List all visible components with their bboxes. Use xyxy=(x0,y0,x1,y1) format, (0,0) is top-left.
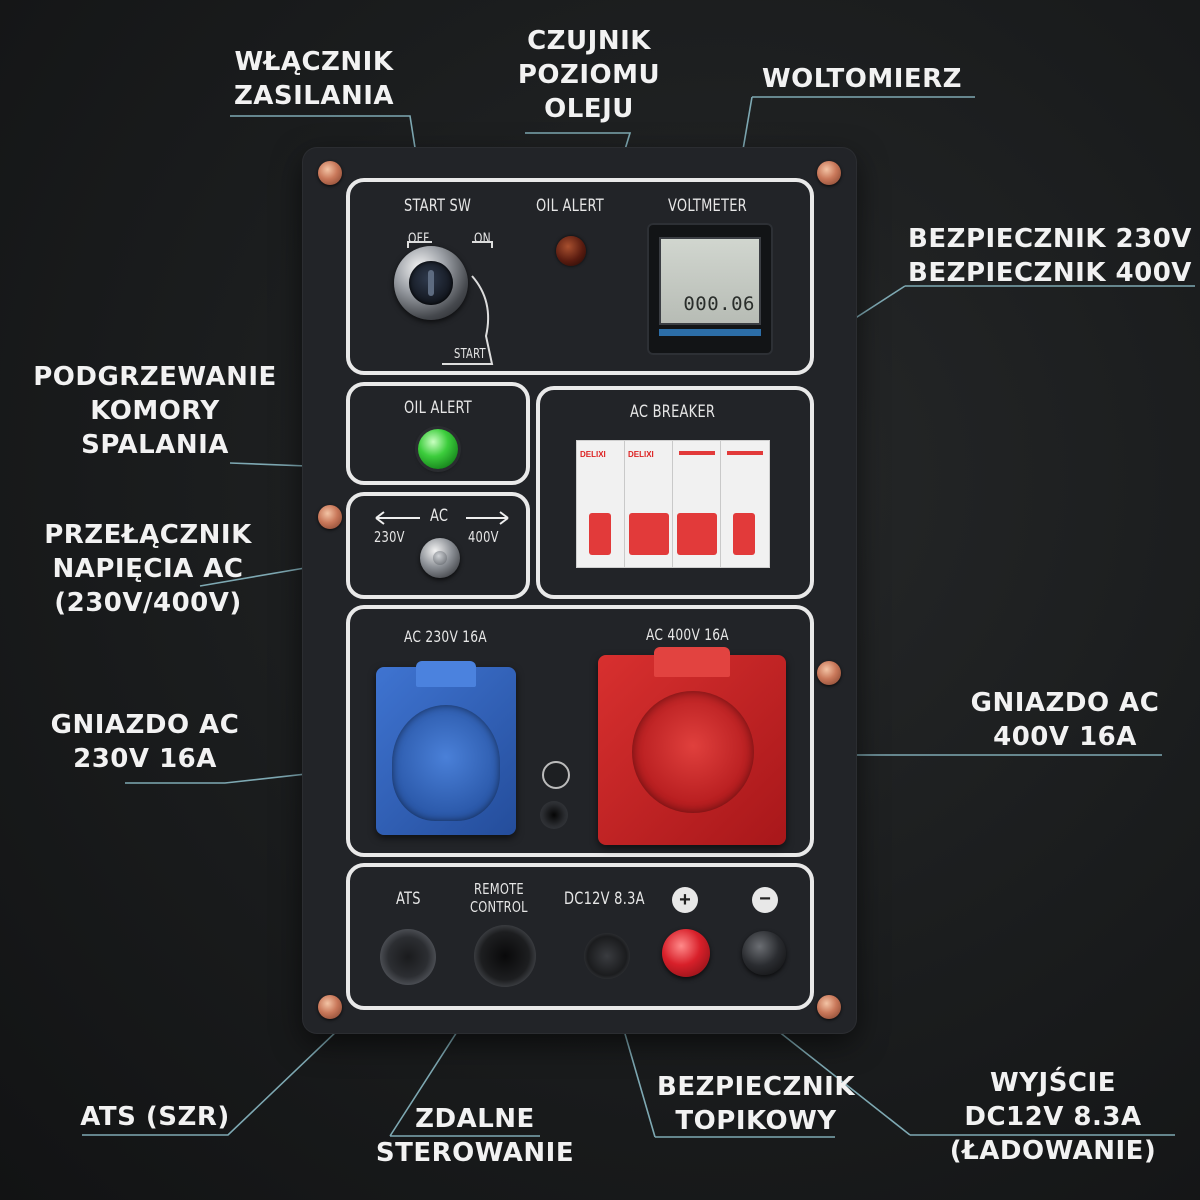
socket-400v-red[interactable] xyxy=(598,647,786,845)
voltmeter-label: VOLTMETER xyxy=(668,196,747,216)
voltage-selector-knob[interactable] xyxy=(420,538,460,578)
breaker-block: DELIXI DELIXI xyxy=(576,440,770,568)
callout-socket-230: GNIAZDO AC 230V 16A xyxy=(50,710,240,774)
screw-top-left xyxy=(318,161,342,185)
start-arc-marks xyxy=(407,241,494,365)
socket-400v-lid-hinge xyxy=(654,647,730,677)
breaker-pole-1[interactable]: DELIXI xyxy=(577,441,625,567)
small-port xyxy=(540,801,568,829)
key-switch[interactable] xyxy=(394,246,468,320)
callout-dc-output: WYJŚCIE DC12V 8.3A (ŁADOWANIE) xyxy=(949,1068,1157,1166)
voltmeter-lcd: 000.06 xyxy=(659,237,761,325)
sockets-section: AC 230V 16A AC 400V 16A xyxy=(346,605,814,857)
socket-230v-lid-hinge xyxy=(416,661,476,687)
bottom-section: ATS REMOTE CONTROL DC12V 8.3A + − xyxy=(346,863,814,1010)
voltage-selector-center xyxy=(433,551,447,565)
breaker-pole-2[interactable]: DELIXI xyxy=(625,441,673,567)
breaker-lever-4 xyxy=(733,513,755,555)
callout-remote: ZDALNE STEROWANIE xyxy=(375,1104,575,1168)
ac-breaker-label: AC BREAKER xyxy=(630,402,716,422)
small-connector xyxy=(542,761,570,789)
breaker-pole-3[interactable] xyxy=(673,441,721,567)
green-lamp xyxy=(418,429,458,469)
breaker-lever-1 xyxy=(589,513,611,555)
plus-icon: + xyxy=(672,887,698,913)
voltmeter-reading: 000.06 xyxy=(683,293,755,315)
control-panel: START SW OIL ALERT VOLTMETER OFF ON STAR… xyxy=(303,148,856,1033)
v230-label: 230V xyxy=(374,528,405,546)
key-slot xyxy=(428,270,434,296)
ac-label: AC xyxy=(430,506,449,526)
breaker-pole-4[interactable] xyxy=(721,441,768,567)
dc-minus-terminal[interactable] xyxy=(742,931,786,975)
socket-400-label: AC 400V 16A xyxy=(646,625,729,644)
ats-connector[interactable] xyxy=(380,929,436,985)
key-switch-core xyxy=(409,261,453,305)
callout-fuse-dc: BEZPIECZNIK TOPIKOWY xyxy=(657,1072,855,1136)
socket-230v-face xyxy=(392,705,500,821)
callout-voltmeter: WOLTOMIERZ xyxy=(761,64,963,94)
dc-plus-terminal[interactable] xyxy=(662,929,710,977)
minus-icon: − xyxy=(752,887,778,913)
callout-oil-sensor: CZUJNIK POZIOMU OLEJU xyxy=(517,26,661,124)
callout-socket-400: GNIAZDO AC 400V 16A xyxy=(970,688,1160,752)
callout-fuses: BEZPIECZNIK 230V BEZPIECZNIK 400V xyxy=(908,224,1192,288)
screw-mid-right xyxy=(817,661,841,685)
voltmeter-stripe xyxy=(659,329,761,336)
breaker-lever-2 xyxy=(629,513,669,555)
remote-label-2: CONTROL xyxy=(470,898,528,916)
screw-top-right xyxy=(817,161,841,185)
voltmeter-display: 000.06 xyxy=(647,223,773,355)
oil-alert-top-lamp xyxy=(556,236,586,266)
breaker-brand-1: DELIXI xyxy=(580,450,606,459)
ac-breaker-section: AC BREAKER DELIXI DELIXI xyxy=(536,386,814,599)
callout-power-switch: WŁĄCZNIK ZASILANIA xyxy=(233,47,395,111)
callout-voltage-switch: PRZEŁĄCZNIK NAPIĘCIA AC (230V/400V) xyxy=(44,520,252,618)
remote-connector[interactable] xyxy=(474,925,536,987)
ac-switch-section: AC 230V 400V xyxy=(346,492,530,599)
screw-mid-left xyxy=(318,505,342,529)
oil-alert-mid-label: OIL ALERT xyxy=(404,398,472,418)
dc-label: DC12V 8.3A xyxy=(564,889,645,909)
socket-230v-blue[interactable] xyxy=(376,661,516,835)
callout-ats: ATS (SZR) xyxy=(80,1102,230,1132)
oil-alert-section: OIL ALERT xyxy=(346,382,530,485)
ac-arrows xyxy=(375,511,509,525)
callout-preheat: PODGRZEWANIE KOMORY SPALANIA xyxy=(33,362,277,460)
breaker-top-stripe-3 xyxy=(679,451,715,455)
start-label: START xyxy=(454,347,486,362)
breaker-brand-2: DELIXI xyxy=(628,450,654,459)
socket-400v-face xyxy=(632,691,754,813)
screw-bottom-right xyxy=(817,995,841,1019)
start-sw-label: START SW xyxy=(404,196,472,216)
remote-label-1: REMOTE xyxy=(474,880,524,898)
oil-alert-top-label: OIL ALERT xyxy=(536,196,604,216)
socket-230-label: AC 230V 16A xyxy=(404,627,487,646)
ats-label: ATS xyxy=(396,889,421,909)
top-section: START SW OIL ALERT VOLTMETER OFF ON STAR… xyxy=(346,178,814,375)
dc-fuse-holder[interactable] xyxy=(584,933,630,979)
screw-bottom-left xyxy=(318,995,342,1019)
breaker-top-stripe-4 xyxy=(727,451,763,455)
v400-label: 400V xyxy=(468,528,499,546)
breaker-lever-3 xyxy=(677,513,717,555)
